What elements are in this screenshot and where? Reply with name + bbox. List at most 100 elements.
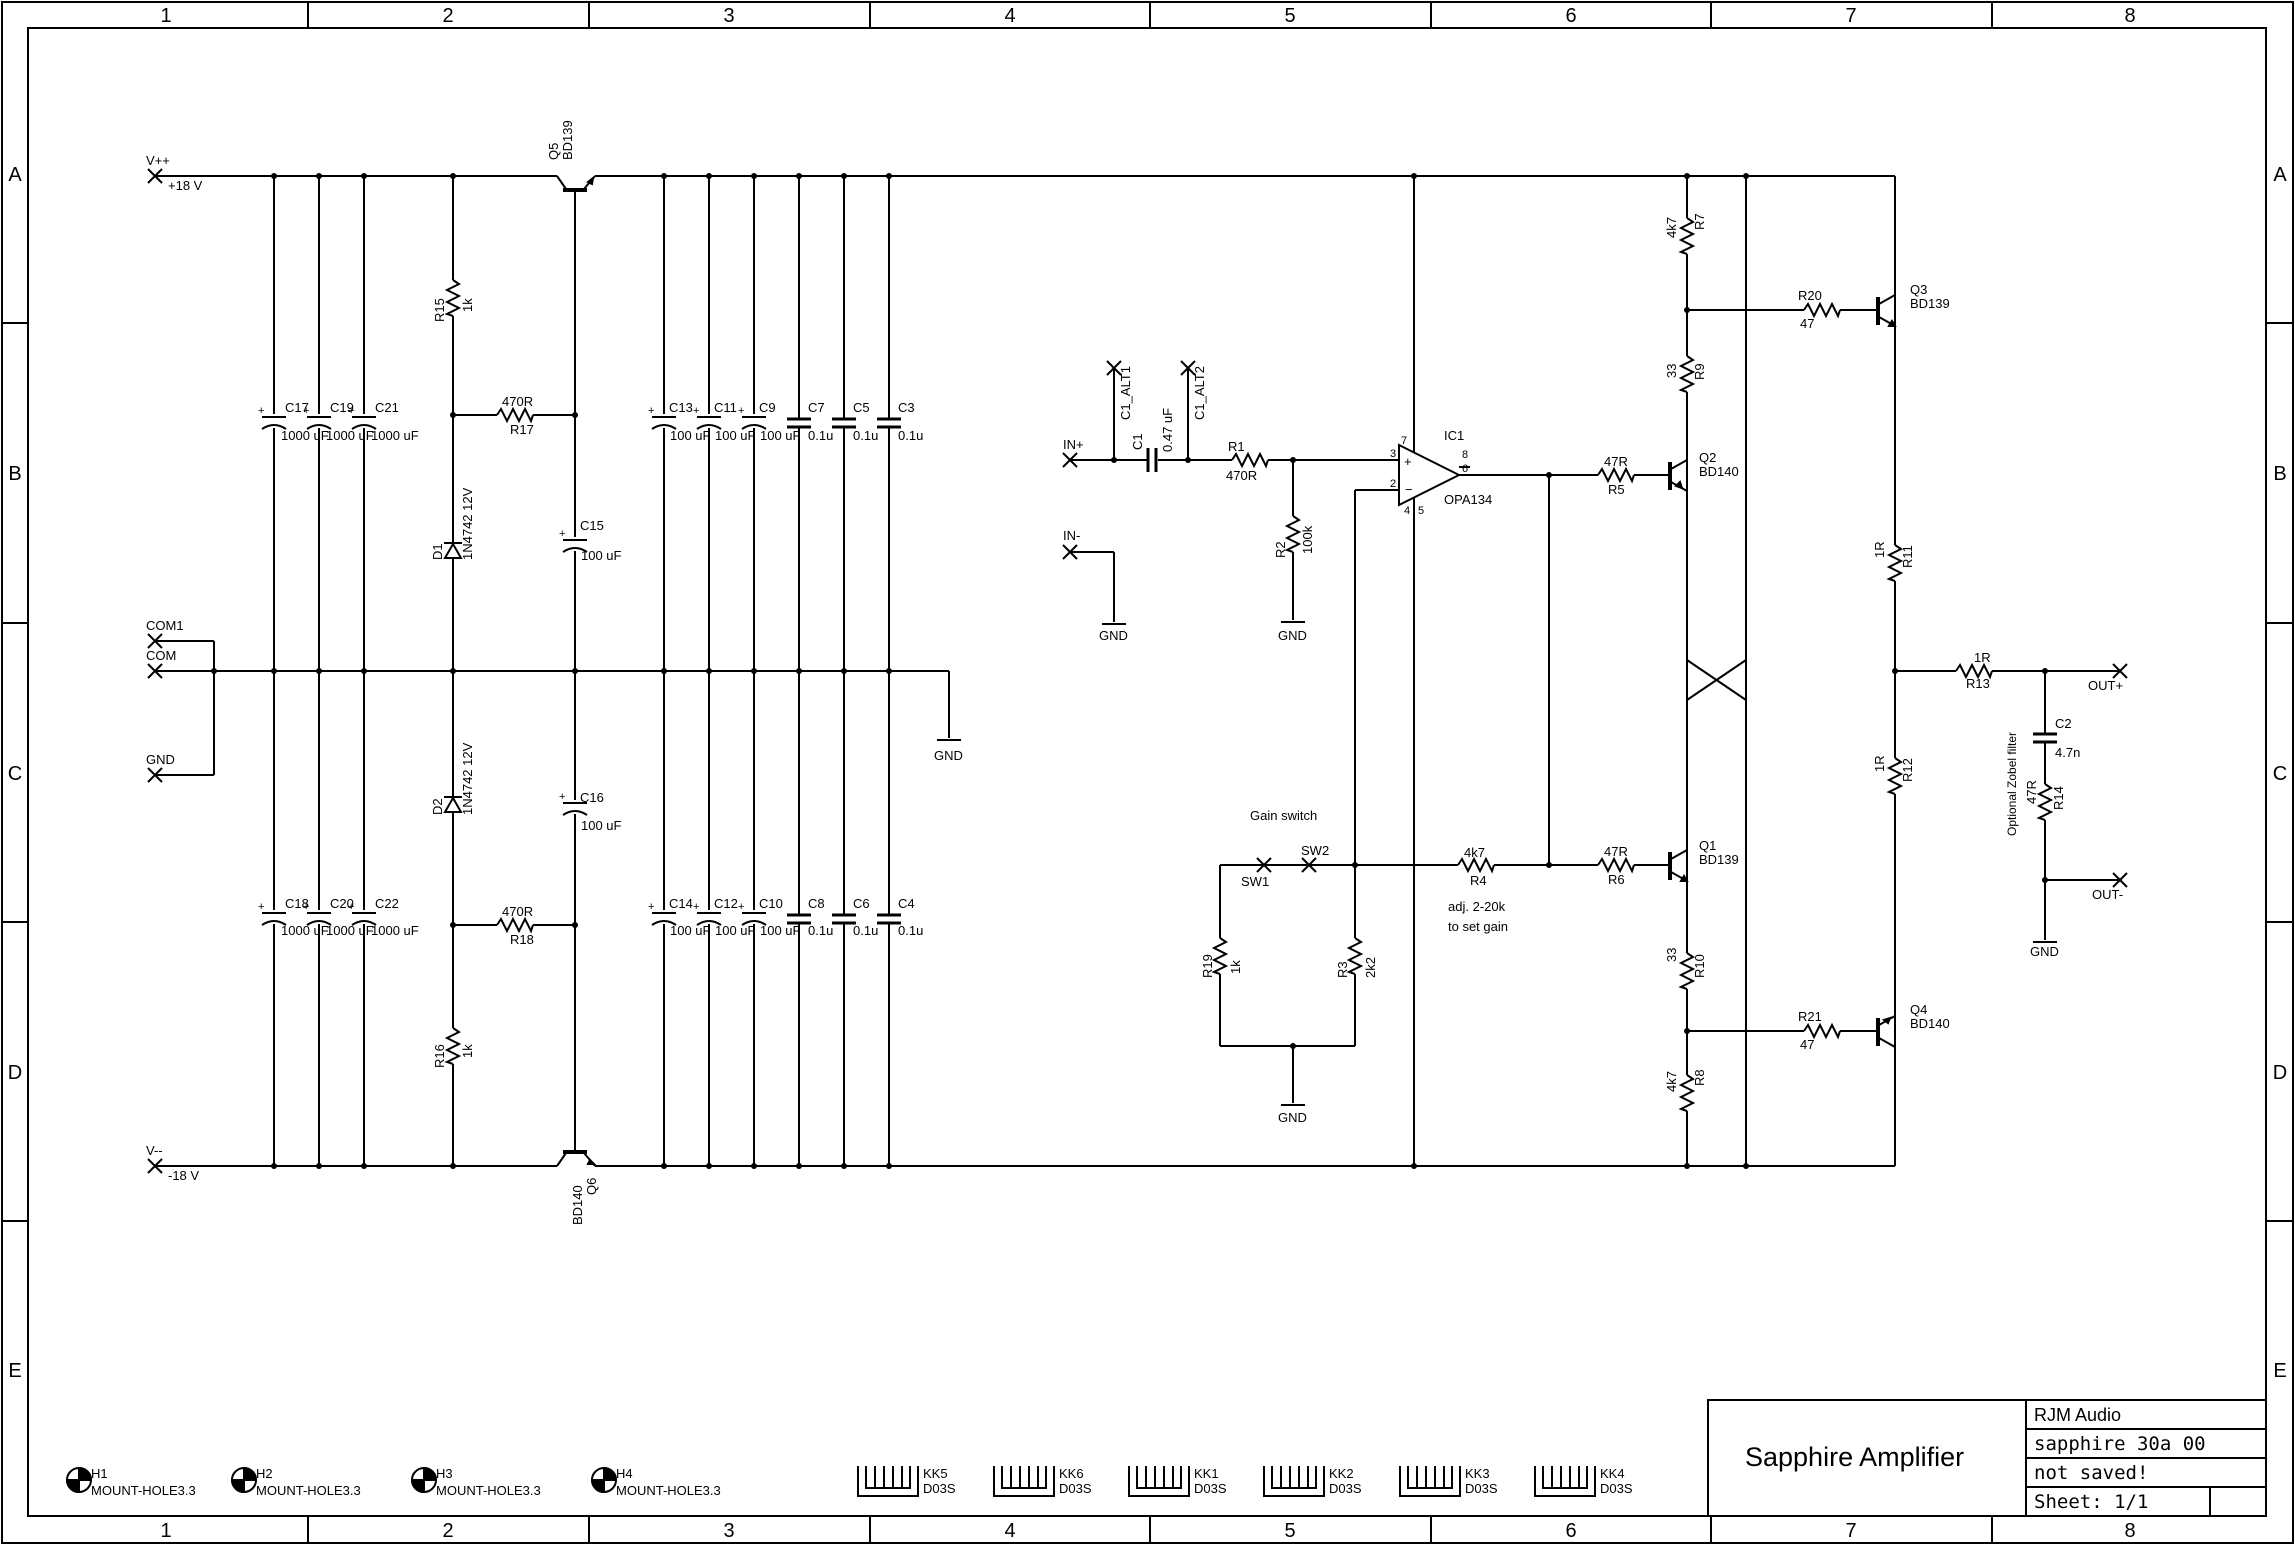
r19-symbol (1211, 937, 1229, 975)
r13-symbol (1955, 662, 1993, 680)
components-c16-value-label: 100 uF (581, 818, 622, 833)
gnd-net-label: GND (1099, 628, 1128, 643)
mount-holes-0-ref-label: H1 (91, 1466, 108, 1481)
components-c14-value-label: 100 uF (670, 923, 711, 938)
components-c10-value-label: 100 uF (760, 923, 801, 938)
heatsink-kk2-icon (1263, 1466, 1325, 1497)
components-r18-ref-label: R18 (510, 932, 534, 947)
svg-text:+: + (303, 405, 309, 417)
labels-pin5-label: 5 (1418, 505, 1424, 517)
components-ic1-value-label: OPA134 (1444, 492, 1492, 507)
components-r19-ref-label: R19 (1200, 954, 1215, 978)
row-label-right: E (2273, 1360, 2286, 1382)
zener-diodes (443, 541, 463, 813)
labels-pin6-label: 6 (1462, 463, 1468, 475)
heatsink-kk5-icon (857, 1466, 919, 1497)
components-r4-ref-label: R4 (1470, 873, 1487, 888)
components-c6-ref-label: C6 (853, 896, 870, 911)
heatsink-kk3-icon (1399, 1466, 1461, 1497)
row-label-right: C (2273, 763, 2287, 785)
components-c12-value-label: 100 uF (715, 923, 756, 938)
mount-holes-3-ref-label: H4 (616, 1466, 633, 1481)
components-c17-value-label: 1000 uF (281, 428, 329, 443)
components-q5-ref-label: Q5 (546, 143, 561, 160)
heatsinks-1-ref-label: KK6 (1059, 1466, 1084, 1481)
components-d1-value-label: 1N4742 12V (460, 487, 475, 560)
heatsinks-0-value-label: D03S (923, 1481, 956, 1496)
components-r3-ref-label: R3 (1335, 961, 1350, 978)
c22-symbol (351, 910, 377, 926)
wires-power (155, 175, 1896, 1167)
vpp-terminal (147, 168, 163, 184)
com1-label: COM1 (146, 618, 184, 633)
heatsinks-2-value-label: D03S (1194, 1481, 1227, 1496)
row-label-left: D (8, 1062, 22, 1084)
components-c15-value-label: 100 uF (581, 548, 622, 563)
component-labels: C17 1000 uF C19 1000 uF C21 1000 uF C18 … (281, 120, 2080, 1225)
mount-hole-icon (590, 1466, 618, 1494)
row-label-right: B (2273, 463, 2286, 485)
junction-dots (211, 173, 2048, 1169)
row-label-right: A (2273, 164, 2287, 186)
components-c2-ref-label: C2 (2055, 716, 2072, 731)
components-r11-value-label: 1R (1872, 541, 1887, 558)
c8-symbol (787, 913, 811, 925)
components-r3-value-label: 2k2 (1363, 957, 1378, 978)
in-plus-terminal (1062, 452, 1078, 468)
c6-symbol (832, 913, 856, 925)
components-c22-ref-label: C22 (375, 896, 399, 911)
components-q5-value-label: BD139 (560, 120, 575, 160)
com-terminal (147, 663, 163, 679)
heatsink-kk1-icon (1128, 1466, 1190, 1497)
components-c3-ref-label: C3 (898, 400, 915, 415)
components-r4-value-label: 4k7 (1464, 845, 1485, 860)
components-c4-value-label: 0.1u (898, 923, 923, 938)
mount-hole-labels: H1 MOUNT-HOLE3.3 H2 MOUNT-HOLE3.3 H3 MOU… (91, 1466, 721, 1498)
components-r1-value-label: 470R (1226, 468, 1257, 483)
components-q6-value-label: BD140 (570, 1185, 585, 1225)
r18-symbol (496, 916, 534, 934)
net-labels: IN+ IN- OUT+ OUT- GND GND GND GND GND SW… (934, 437, 2123, 1125)
c14-symbol (651, 910, 677, 926)
c7-symbol (787, 417, 811, 429)
r20-symbol (1803, 301, 1841, 319)
svg-text:+: + (648, 901, 654, 913)
components-c9-value-label: 100 uF (760, 428, 801, 443)
components-q2-value-label: BD140 (1699, 464, 1739, 479)
in-minus-terminal (1062, 544, 1078, 560)
out-plus-terminal (2112, 663, 2128, 679)
row-label-left: B (8, 463, 21, 485)
mount-hole-icon (65, 1466, 93, 1494)
opamp-pin-labels: 7 3 2 4 5 8 6 + − (1390, 435, 1468, 517)
zobel-note: Optional Zobel filter (2005, 732, 2019, 836)
gnd-net-label: GND (2030, 944, 2059, 959)
r8-symbol (1678, 1074, 1696, 1112)
r16-symbol (444, 1027, 462, 1065)
components-r15-value-label: 1k (460, 298, 475, 312)
components-r1-ref-label: R1 (1228, 439, 1245, 454)
gnd-label: GND (146, 752, 175, 767)
components-c17-ref-label: C17 (285, 400, 309, 415)
sheet-number: Sheet: 1/1 (2034, 1491, 2148, 1513)
components-c15-ref-label: C15 (580, 518, 604, 533)
col-label-bottom: 7 (1845, 1520, 1856, 1542)
components-c12-ref-label: C12 (714, 896, 738, 911)
col-label-top: 4 (1004, 5, 1015, 27)
c3-symbol (877, 417, 901, 429)
polarity-marks: +++ +++ +++ +++ ++ (258, 405, 744, 913)
components-ic1-ref-label: IC1 (1444, 428, 1464, 443)
r2-symbol (1284, 515, 1302, 553)
in-minus-label: IN- (1063, 528, 1080, 543)
components-c7-ref-label: C7 (808, 400, 825, 415)
heatsink-kk4-icon (1534, 1466, 1596, 1497)
components-c3-value-label: 0.1u (898, 428, 923, 443)
components-c4-ref-label: C4 (898, 896, 915, 911)
col-label-top: 3 (723, 5, 734, 27)
out-minus-label: OUT- (2092, 887, 2123, 902)
components-q4-value-label: BD140 (1910, 1016, 1950, 1031)
components-c8-value-label: 0.1u (808, 923, 833, 938)
components-r15-ref-label: R15 (432, 298, 447, 322)
resistors (444, 217, 2054, 1112)
components-q6-ref-label: Q6 (584, 1178, 599, 1195)
